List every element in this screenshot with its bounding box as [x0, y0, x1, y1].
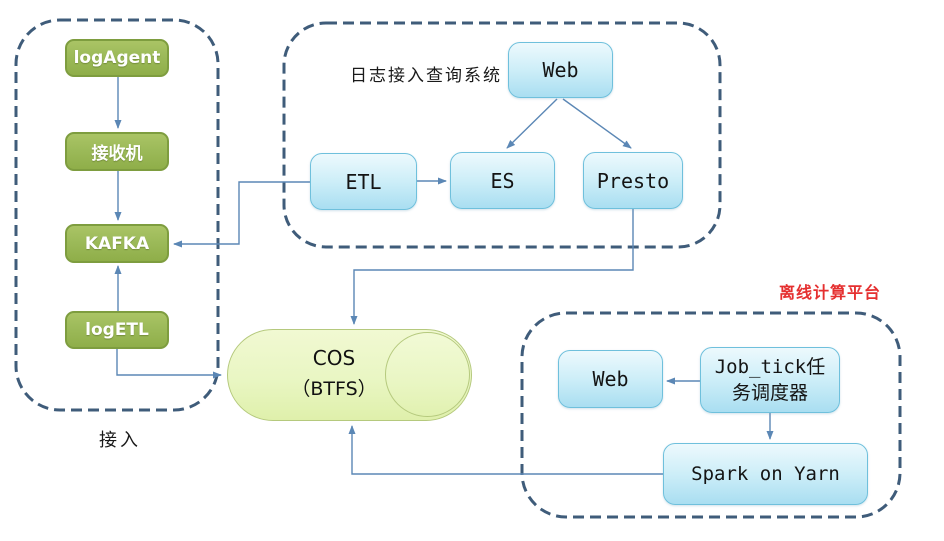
offline-section-label: 离线计算平台 — [779, 283, 882, 302]
ingest-section-border — [14, 18, 220, 412]
node-receiver: 接收机 — [65, 132, 169, 171]
jobtick-label-line2: 务调度器 — [731, 382, 808, 404]
node-spark-on-yarn: Spark on Yarn — [663, 443, 868, 505]
cos-label: COS （BTFS） — [254, 343, 414, 405]
node-es: ES — [450, 152, 555, 209]
query-section-border — [282, 21, 722, 249]
node-offline-web: Web — [558, 350, 663, 408]
query-section-label: 日志接入查询系统 — [350, 66, 502, 86]
node-query-web: Web — [508, 42, 613, 98]
node-presto: Presto — [583, 152, 683, 209]
node-kafka: KAFKA — [65, 224, 169, 263]
cylinder-end-cap-icon — [385, 332, 470, 417]
cos-label-line2: （BTFS） — [291, 378, 377, 400]
node-logagent: logAgent — [65, 39, 169, 77]
jobtick-label-line1: Job_tick任 — [714, 356, 826, 378]
offline-section-border — [520, 311, 902, 519]
jobtick-label: Job_tick任 务调度器 — [715, 354, 826, 406]
node-etl: ETL — [310, 153, 417, 210]
node-cos-storage: COS （BTFS） — [227, 329, 472, 421]
edge-presto-to-cos — [350, 209, 634, 325]
ingest-section-label: 接入 — [99, 430, 141, 451]
edge-queryweb-to-presto — [562, 98, 632, 149]
cos-label-line1: COS — [312, 346, 356, 370]
edge-etl-to-kafka — [173, 181, 310, 248]
node-logetl: logETL — [65, 311, 169, 349]
edge-queryweb-to-es — [506, 98, 558, 149]
node-jobtick-scheduler: Job_tick任 务调度器 — [700, 347, 840, 413]
edge-logetl-to-cos — [116, 349, 222, 379]
edge-spark-to-cos — [348, 425, 663, 475]
